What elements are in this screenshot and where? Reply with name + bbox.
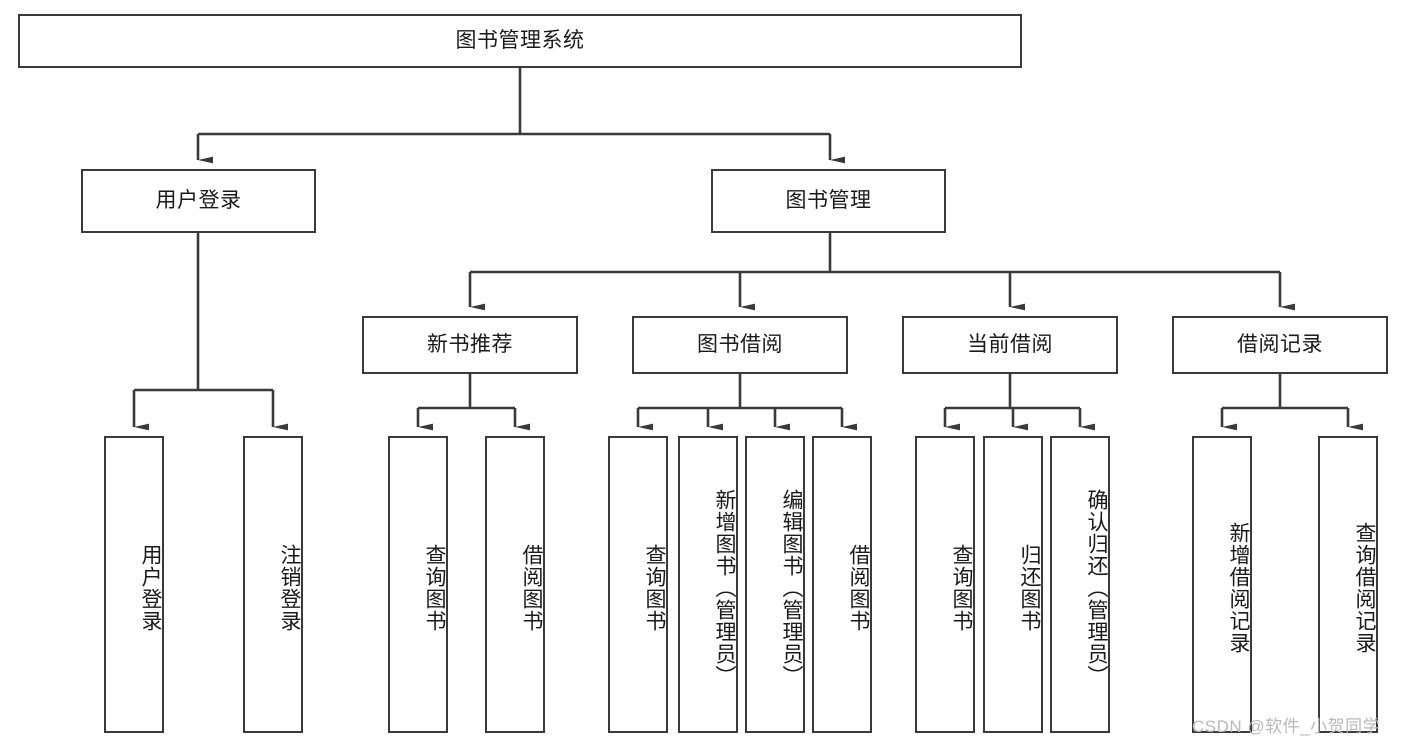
node-book-borrow-label: 图书借阅 bbox=[697, 333, 783, 357]
node-leaf-return-book-label: 归还图书 bbox=[1018, 543, 1041, 632]
node-leaf-add-book-label: 新增图书（管理员） bbox=[713, 488, 736, 687]
node-root-label: 图书管理系统 bbox=[455, 29, 585, 53]
node-book-manage[interactable]: 图书管理 bbox=[711, 169, 946, 233]
node-new-book-rec[interactable]: 新书推荐 bbox=[362, 316, 578, 374]
node-book-manage-label: 图书管理 bbox=[785, 189, 872, 213]
node-root[interactable]: 图书管理系统 bbox=[18, 14, 1022, 68]
node-leaf-return-book[interactable]: 归还图书 bbox=[983, 436, 1043, 733]
node-leaf-add-book[interactable]: 新增图书（管理员） bbox=[678, 436, 738, 733]
node-leaf-query-book-2[interactable]: 查询图书 bbox=[608, 436, 668, 733]
node-leaf-query-book-1[interactable]: 查询图书 bbox=[388, 436, 448, 733]
node-leaf-user-login-label: 用户登录 bbox=[139, 543, 162, 632]
node-leaf-add-record-label: 新增借阅记录 bbox=[1227, 521, 1250, 654]
node-leaf-query-record-label: 查询借阅记录 bbox=[1353, 521, 1376, 654]
node-leaf-borrow-book-2-label: 借阅图书 bbox=[847, 543, 870, 632]
node-leaf-borrow-book-1[interactable]: 借阅图书 bbox=[485, 436, 545, 733]
csdn-watermark: CSDN @软件_小贺同学 bbox=[1192, 717, 1381, 736]
node-leaf-add-record[interactable]: 新增借阅记录 bbox=[1192, 436, 1252, 733]
node-user-login-label: 用户登录 bbox=[155, 189, 242, 213]
node-leaf-user-login[interactable]: 用户登录 bbox=[104, 436, 164, 733]
node-leaf-borrow-book-2[interactable]: 借阅图书 bbox=[812, 436, 872, 733]
node-leaf-edit-book[interactable]: 编辑图书（管理员） bbox=[745, 436, 805, 733]
node-leaf-logout[interactable]: 注销登录 bbox=[243, 436, 303, 733]
node-leaf-logout-label: 注销登录 bbox=[278, 543, 301, 632]
node-book-borrow[interactable]: 图书借阅 bbox=[632, 316, 848, 374]
node-current-borrow[interactable]: 当前借阅 bbox=[902, 316, 1118, 374]
node-current-borrow-label: 当前借阅 bbox=[967, 333, 1053, 357]
node-leaf-query-book-1-label: 查询图书 bbox=[423, 543, 446, 632]
node-leaf-borrow-book-1-label: 借阅图书 bbox=[520, 543, 543, 632]
node-leaf-query-record[interactable]: 查询借阅记录 bbox=[1318, 436, 1378, 733]
node-leaf-confirm-return[interactable]: 确认归还（管理员） bbox=[1050, 436, 1110, 733]
node-leaf-edit-book-label: 编辑图书（管理员） bbox=[780, 488, 803, 687]
node-user-login[interactable]: 用户登录 bbox=[81, 169, 316, 233]
node-borrow-record-label: 借阅记录 bbox=[1237, 333, 1323, 357]
node-leaf-query-book-3-label: 查询图书 bbox=[950, 543, 973, 632]
node-leaf-query-book-2-label: 查询图书 bbox=[643, 543, 666, 632]
node-leaf-confirm-return-label: 确认归还（管理员） bbox=[1085, 488, 1108, 687]
node-new-book-rec-label: 新书推荐 bbox=[427, 333, 513, 357]
node-borrow-record[interactable]: 借阅记录 bbox=[1172, 316, 1388, 374]
node-leaf-query-book-3[interactable]: 查询图书 bbox=[915, 436, 975, 733]
